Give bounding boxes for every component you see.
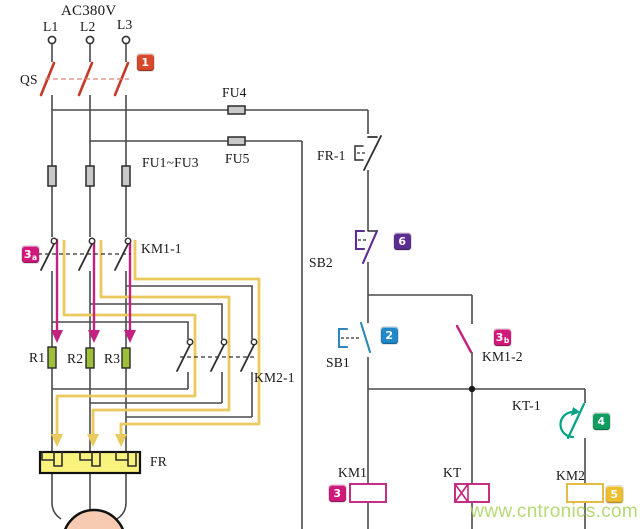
fr-overload-block (38, 450, 142, 475)
fuse-fu5 (227, 136, 246, 146)
bypass-branch-wires (52, 285, 253, 418)
fu5-label: FU5 (225, 151, 250, 166)
phase-l2-label: L2 (80, 19, 96, 34)
sb2-stop-button (354, 229, 379, 265)
km1-2-label: KM1-2 (482, 349, 523, 364)
km1-2-contact (455, 324, 473, 354)
step-badge-3: 3 (329, 485, 346, 502)
km1-1-contacts (38, 237, 132, 271)
km2-1-contacts (176, 338, 258, 372)
km1-coil (349, 483, 387, 503)
step-badge-4: 4 (593, 413, 610, 430)
badge-number: 6 (398, 235, 407, 248)
km2-coil-label: KM2 (556, 468, 586, 483)
fr-1-label: FR-1 (317, 148, 346, 163)
badge-number: 2 (385, 329, 394, 342)
start-current-arrows (51, 238, 136, 343)
sb2-label: SB2 (309, 255, 333, 270)
qs-knife-switch (39, 61, 130, 97)
yellow-arrowhead (115, 434, 127, 447)
badge-sub: b (503, 335, 510, 345)
fr-1-contact (354, 135, 382, 171)
step-badge-5: 5 (606, 486, 623, 503)
badge-sub: a (32, 252, 38, 262)
kt-1-delay-contact (559, 402, 586, 440)
km1-1-label: KM1-1 (141, 241, 182, 256)
r2-label: R2 (67, 351, 84, 366)
sb1-start-button (337, 321, 372, 354)
yellow-arrowhead (51, 434, 63, 447)
kt-coil (454, 483, 490, 503)
resistor-r2 (85, 347, 95, 369)
badge-number: 4 (597, 415, 606, 428)
fr-label: FR (150, 454, 167, 469)
badge-number: 3 (333, 487, 342, 500)
r1-label: R1 (29, 350, 46, 365)
watermark: www.cntronics.com (470, 501, 638, 522)
step-badge-2: 2 (381, 327, 398, 344)
step-badge-1: 1 (137, 54, 154, 71)
yellow-arrowhead (87, 434, 99, 447)
sb1-label: SB1 (326, 355, 350, 370)
fuses-fu1-fu3 (47, 165, 131, 187)
supply-voltage-label: AC380V (61, 3, 117, 19)
km1-coil-label: KM1 (338, 465, 368, 480)
fu4-label: FU4 (222, 85, 247, 100)
r3-label: R3 (104, 351, 121, 366)
fuse-fu4 (227, 105, 246, 115)
phase-l3-label: L3 (117, 17, 133, 32)
resistor-r3 (121, 347, 131, 369)
badge-number: 3 (495, 331, 504, 344)
km2-1-label: KM2-1 (254, 370, 295, 385)
km2-coil (566, 483, 604, 503)
motor (64, 508, 124, 529)
badge-number: 3 (23, 248, 32, 261)
qs-label: QS (20, 72, 38, 87)
badge-number: 5 (610, 488, 619, 501)
kt-1-label: KT-1 (512, 398, 541, 413)
badge-number: 1 (141, 56, 150, 69)
control-feed-wires (52, 109, 369, 529)
phase-l1-label: L1 (43, 19, 59, 34)
junction-dot (468, 385, 476, 393)
fu1-fu3-label: FU1~FU3 (142, 155, 199, 170)
resistor-r1 (47, 346, 57, 369)
control-rung-wires (367, 170, 586, 529)
kt-coil-label: KT (443, 465, 462, 480)
step-badge-6: 6 (394, 233, 411, 250)
supply-terminals (47, 35, 131, 45)
run-current-highlight-path (51, 240, 261, 447)
